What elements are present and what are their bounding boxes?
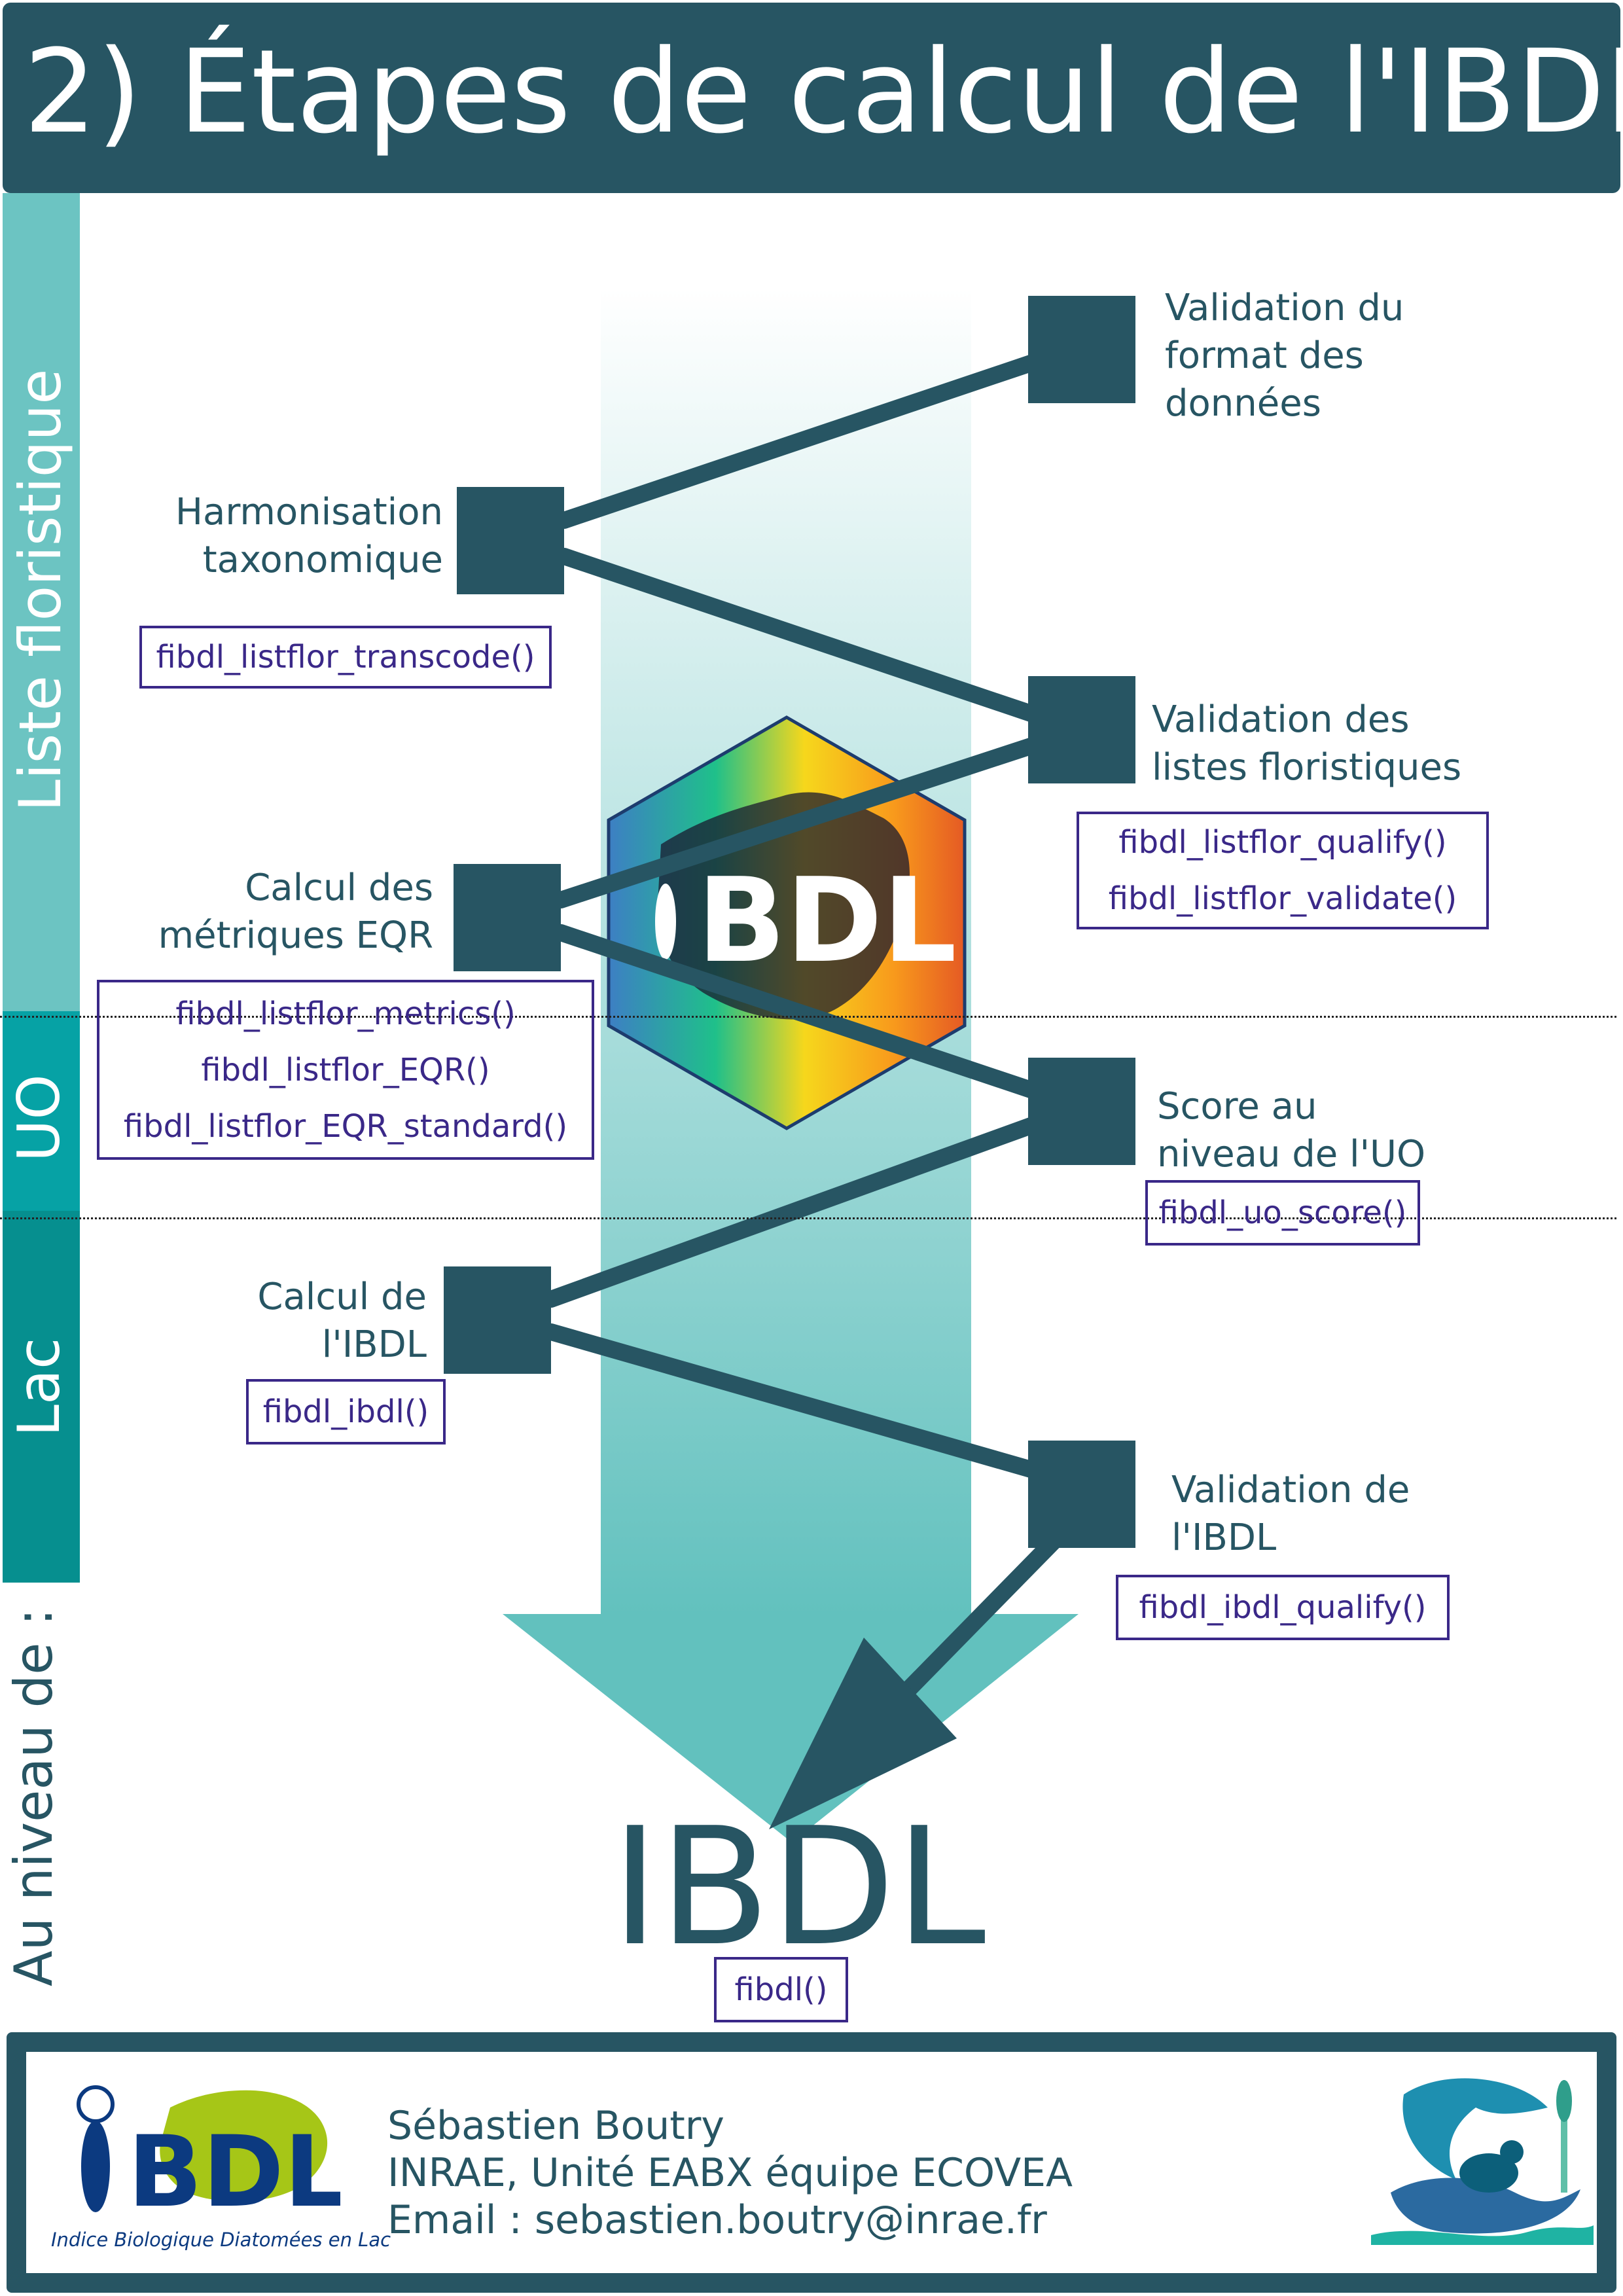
flow-arrow-graphic: BDL [503, 288, 1079, 1842]
reed-stem-shape [1561, 2081, 1567, 2193]
step-label-line: Validation du [1165, 287, 1404, 329]
step-label-calcul-ibdl: Calcul de l'IBDL [131, 1273, 427, 1369]
duck-head-shape [1500, 2140, 1524, 2164]
function-label: fibdl_listflor_EQR() [201, 1051, 490, 1088]
step-label-line: métriques EQR [158, 914, 433, 957]
function-label: fibdl_listflor_metrics() [175, 995, 516, 1032]
footer-logo-text: BDL [128, 2115, 340, 2225]
function-label: fibdl_uo_score() [1158, 1194, 1407, 1231]
footer-author: Sébastien Boutry [387, 2103, 724, 2149]
duck-body-shape [1459, 2153, 1518, 2193]
step-label-score-uo: Score au niveau de l'UO [1157, 1083, 1425, 1178]
footer-email: Email : sebastien.boutry@inrae.fr [387, 2197, 1047, 2243]
connector-lines [543, 355, 1062, 1829]
connector-1 [556, 355, 1039, 529]
water-shape [1371, 2225, 1594, 2245]
function-box-score-uo: fibdl_uo_score() [1145, 1180, 1420, 1246]
page-title: 2) Étapes de calcul de l'IBDL [24, 25, 1623, 159]
function-label: fibdl_listflor_validate() [1108, 880, 1457, 917]
step-label-line: Validation de [1171, 1469, 1410, 1511]
footer-affiliation: INRAE, Unité EABX équipe ECOVEA [387, 2150, 1073, 2196]
step-label-line: l'IBDL [321, 1323, 427, 1366]
function-box-metriques: fibdl_listflor_metrics() fibdl_listflor_… [97, 980, 594, 1160]
step-box-validation-ibdl [1028, 1441, 1135, 1548]
step-label-line: Harmonisation [175, 491, 443, 533]
function-label: fibdl_listflor_qualify() [1118, 824, 1447, 861]
band-uo: UO [3, 1011, 80, 1211]
step-label-line: format des [1165, 334, 1364, 377]
function-box-transcode: fibdl_listflor_transcode() [139, 626, 552, 689]
step-label-line: niveau de l'UO [1157, 1133, 1426, 1175]
separator-liste-uo [0, 1016, 1616, 1018]
step-label-metriques: Calcul des métriques EQR [98, 864, 433, 960]
step-box-harmonisation [457, 487, 564, 594]
step-label-line: listes floristiques [1152, 746, 1462, 789]
step-label-line: l'IBDL [1171, 1516, 1277, 1559]
function-box-result: fibdl() [714, 1957, 848, 2022]
step-label-line: données [1165, 382, 1321, 425]
footer-logo-subtitle: Indice Biologique Diatomées en Lac [51, 2229, 391, 2251]
step-label-line: Validation des [1152, 698, 1410, 741]
step-label-line: Calcul des [245, 867, 433, 909]
connector-2 [556, 548, 1039, 722]
center-logo-diatom-icon [655, 884, 676, 960]
separator-uo-lac [0, 1217, 1616, 1219]
fish-shape [1402, 2078, 1548, 2179]
title-bar [3, 3, 1620, 193]
footer-logo-diatom-icon [81, 2121, 110, 2212]
function-label: fibdl_ibdl_qualify() [1139, 1589, 1427, 1626]
step-box-calcul-ibdl [444, 1266, 551, 1374]
wave-shape [1391, 2178, 1580, 2234]
band-liste-floristique: Liste floristique [3, 193, 80, 1011]
step-label-validation-format: Validation du format des données [1165, 284, 1404, 427]
connector-7 [882, 1533, 1062, 1717]
step-box-score-uo [1028, 1058, 1135, 1165]
function-box-validation-ibdl: fibdl_ibdl_qualify() [1116, 1575, 1450, 1640]
step-label-harmonisation: Harmonisation taxonomique [118, 488, 443, 584]
function-label: fibdl_ibdl() [262, 1393, 429, 1430]
step-box-validation-listes [1028, 676, 1135, 783]
step-label-validation-ibdl: Validation de l'IBDL [1171, 1466, 1410, 1562]
connector-5 [543, 1117, 1039, 1308]
footer-logo-circle-icon [77, 2085, 115, 2123]
result-ibdl-label: IBDL [611, 1793, 986, 1982]
step-label-line: Score au [1157, 1085, 1317, 1128]
function-label: fibdl_listflor_transcode() [156, 639, 535, 675]
connector-6 [543, 1323, 1039, 1478]
fish-duck-reed-icon [1371, 2078, 1594, 2245]
footer-ibdl-logo: BDL [77, 2085, 340, 2225]
function-box-validation-listes: fibdl_listflor_qualify() fibdl_listflor_… [1077, 812, 1489, 929]
step-box-validation-format [1028, 296, 1135, 403]
connector-4 [552, 924, 1039, 1098]
function-label: fibdl_listflor_EQR_standard() [123, 1107, 568, 1145]
function-label: fibdl() [734, 1971, 828, 2008]
function-box-calcul-ibdl: fibdl_ibdl() [246, 1379, 446, 1444]
center-logo-text: BDL [697, 853, 957, 988]
final-arrow-head [769, 1638, 957, 1829]
step-label-line: Calcul de [257, 1276, 427, 1318]
connector-3 [552, 738, 1039, 908]
band-lac: Lac [3, 1211, 80, 1583]
footer-logo-map-shape [160, 2090, 328, 2202]
step-box-metriques [454, 864, 561, 971]
step-label-line: taxonomique [202, 539, 443, 581]
step-label-validation-listes: Validation des listes floristiques [1152, 696, 1461, 791]
reed-head-shape [1556, 2080, 1572, 2122]
